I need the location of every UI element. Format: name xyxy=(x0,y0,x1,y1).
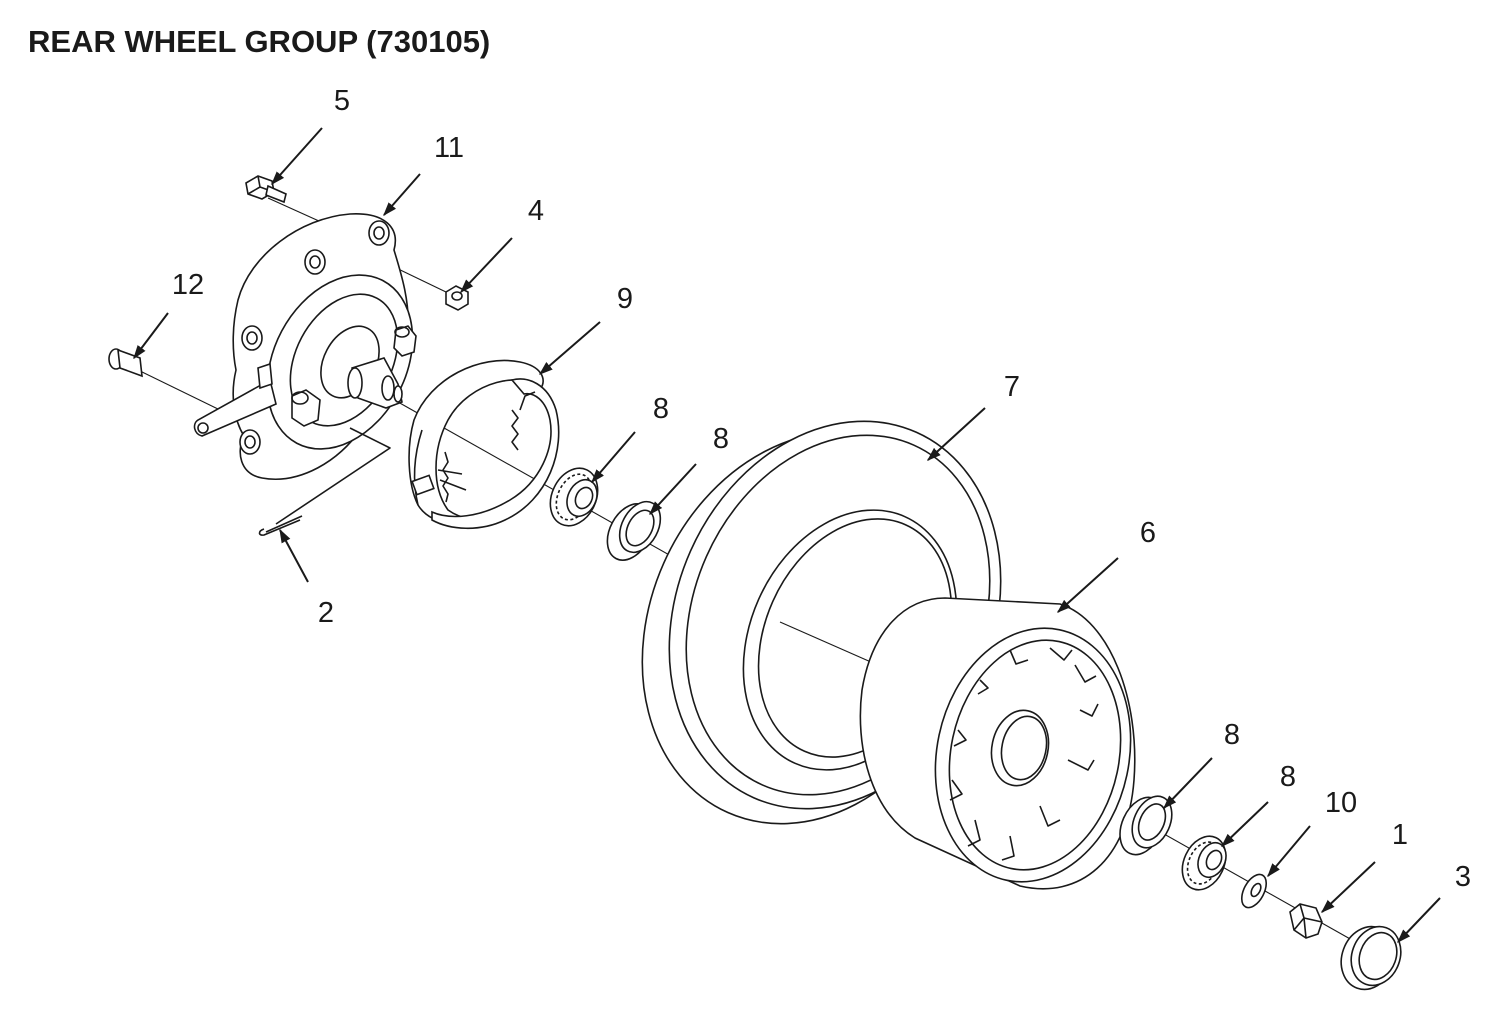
part-8-bearing-cone-left xyxy=(549,467,599,527)
callout-8-c: 8 xyxy=(1224,719,1240,751)
leader-1 xyxy=(1320,861,1376,913)
part-4-nut xyxy=(445,285,469,311)
leader-10 xyxy=(1267,825,1311,878)
part-8-bearing-cup-right xyxy=(1119,795,1173,856)
part-6-wheel-rim xyxy=(859,597,1136,890)
callout-9: 9 xyxy=(617,283,633,315)
callout-8-d: 8 xyxy=(1280,761,1296,793)
part-8-bearing-cone-right xyxy=(1181,835,1227,891)
leader-7 xyxy=(926,407,986,461)
leader-2 xyxy=(279,528,309,583)
leader-5 xyxy=(271,127,323,186)
callout-3: 3 xyxy=(1455,861,1471,893)
callout-11: 11 xyxy=(434,132,464,164)
part-2-cotter-pin xyxy=(258,515,303,536)
part-8-bearing-cup-left xyxy=(606,500,662,561)
callout-labels: 5 11 4 12 9 2 8 8 7 6 8 8 10 1 3 xyxy=(172,85,1471,893)
leader-4 xyxy=(460,237,513,294)
leader-3 xyxy=(1397,897,1441,944)
callout-2: 2 xyxy=(318,597,334,629)
callout-4: 4 xyxy=(528,195,544,227)
part-10-washer xyxy=(1240,873,1268,909)
callout-8-b: 8 xyxy=(713,423,729,455)
part-3-hub-cap xyxy=(1340,925,1402,991)
callout-12: 12 xyxy=(172,269,204,301)
callout-1: 1 xyxy=(1392,819,1408,851)
callout-7: 7 xyxy=(1004,371,1020,403)
leader-12 xyxy=(133,312,169,360)
part-12-clevis-pin xyxy=(108,348,143,378)
diagram-title: REAR WHEEL GROUP (730105) xyxy=(28,24,490,59)
part-11-backing-plate xyxy=(193,213,417,525)
leader-11 xyxy=(383,173,421,217)
part-1-castle-nut xyxy=(1289,903,1323,939)
leader-8c xyxy=(1163,757,1213,810)
part-5-bolt xyxy=(245,175,287,204)
leader-8a xyxy=(591,431,636,484)
callout-6: 6 xyxy=(1140,517,1156,549)
leader-lines xyxy=(133,127,1441,944)
leader-9 xyxy=(538,321,601,375)
callout-10: 10 xyxy=(1325,787,1357,819)
callout-8-a: 8 xyxy=(653,393,669,425)
callout-5: 5 xyxy=(334,85,350,117)
part-9-brake-shoes xyxy=(408,359,560,530)
leader-8d xyxy=(1220,801,1269,847)
leader-6 xyxy=(1056,557,1119,613)
leader-8b xyxy=(649,463,697,516)
